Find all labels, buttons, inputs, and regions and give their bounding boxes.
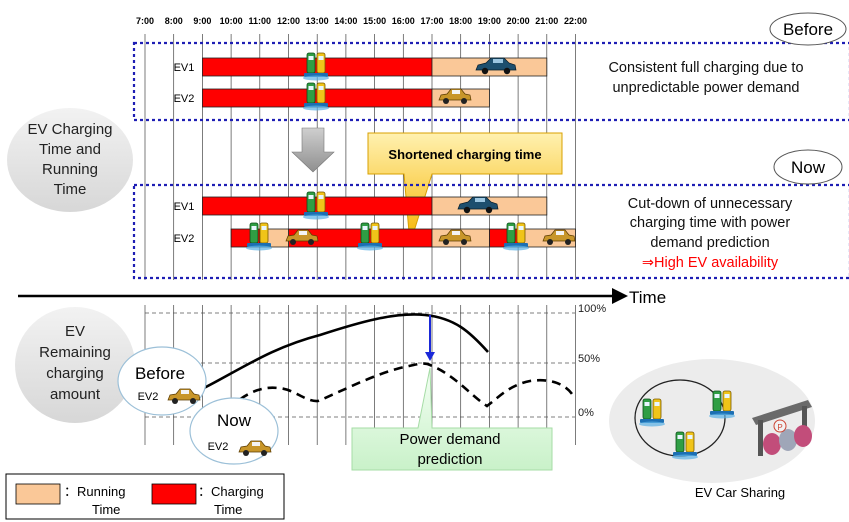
high-availability-text: ⇒High EV availability xyxy=(642,255,779,271)
remaining-label-4: amount xyxy=(50,386,101,403)
prediction-callout xyxy=(351,367,553,471)
remaining-label-2: Remaining xyxy=(39,344,111,361)
remaining-label-1: EV xyxy=(65,323,85,340)
hour-label: 19:00 xyxy=(478,16,501,26)
time-axis-label: Time xyxy=(629,288,666,307)
ev-row-label: EV2 xyxy=(174,233,195,245)
before-ev2-title: Before xyxy=(135,364,185,383)
now-description-line-2: charging time with power xyxy=(630,215,791,231)
now-badge-bubble xyxy=(773,149,843,185)
legend-running-swatch xyxy=(15,483,61,505)
legend-running-label-1: ：Running xyxy=(64,484,125,499)
ev-row-label: EV1 xyxy=(174,62,195,74)
level-100-label: 100% xyxy=(578,303,606,315)
time-axis-labels: 7:00 8:00 9:00 10:00 11:00 12:00 13:00 14:00 15:… xyxy=(136,16,587,26)
now-frame xyxy=(132,183,849,280)
before-ev2-label: EV2 xyxy=(138,391,159,403)
legend-running-label-2: Time xyxy=(92,502,120,517)
shortened-charging-text: Shortened charging time xyxy=(388,147,541,162)
prediction-line-1: Power demand xyxy=(400,431,501,448)
now-ev2-title: Now xyxy=(217,411,252,430)
prediction-line-2: prediction xyxy=(417,451,482,468)
legend-charging-swatch xyxy=(151,483,197,505)
hour-label: 13:00 xyxy=(306,16,329,26)
charging-time-label-3: Running xyxy=(42,161,98,178)
now-charge-curve xyxy=(227,362,574,410)
transition-down-arrow xyxy=(291,127,335,173)
hour-label: 20:00 xyxy=(507,16,530,26)
now-description-line-1: Cut-down of unnecessary xyxy=(628,196,793,212)
now-description-line-3: demand prediction xyxy=(650,235,769,251)
hour-label: 10:00 xyxy=(220,16,243,26)
parking-lot-icon: P xyxy=(752,400,812,456)
remaining-charge-bubble xyxy=(15,307,135,423)
level-0-label: 0% xyxy=(578,407,594,419)
hour-label: 8:00 xyxy=(165,16,183,26)
hour-label: 18:00 xyxy=(449,16,472,26)
hour-label: 11:00 xyxy=(249,16,272,26)
hour-label: 14:00 xyxy=(334,16,357,26)
hour-label: 16:00 xyxy=(392,16,415,26)
before-charge-curve xyxy=(199,313,489,392)
remaining-label-3: charging xyxy=(46,365,104,382)
charging-time-label-2: Time and xyxy=(39,141,101,158)
charging-time-label-4: Time xyxy=(54,181,87,198)
svg-text:P: P xyxy=(777,423,782,432)
reduction-arrow-head xyxy=(425,352,435,361)
now-ev2-label: EV2 xyxy=(208,441,229,453)
charging-time-label-1: EV Charging xyxy=(27,121,112,138)
before-badge-bubble xyxy=(769,12,847,46)
hour-label: 15:00 xyxy=(363,16,386,26)
time-axis-arrowhead xyxy=(612,288,628,304)
hour-label: 17:00 xyxy=(420,16,443,26)
ev-row-label: EV1 xyxy=(174,201,195,213)
level-50-label: 50% xyxy=(578,353,600,365)
hour-label: 9:00 xyxy=(193,16,211,26)
legend-charging-label-1: ：Charging xyxy=(198,484,264,499)
ev-row-label: EV2 xyxy=(174,93,195,105)
before-description-line-2: unpredictable power demand xyxy=(612,80,799,96)
hour-label: 21:00 xyxy=(535,16,558,26)
hour-label: 22:00 xyxy=(564,16,587,26)
now-badge: Now xyxy=(791,158,826,177)
legend-charging-label-2: Time xyxy=(214,502,242,517)
charging-time-bubble xyxy=(7,108,133,212)
before-description-line-1: Consistent full charging due to xyxy=(608,60,803,76)
hour-label: 12:00 xyxy=(277,16,300,26)
hour-label: 7:00 xyxy=(136,16,154,26)
car-sharing-label: EV Car Sharing xyxy=(695,485,785,500)
before-badge: Before xyxy=(783,20,833,39)
